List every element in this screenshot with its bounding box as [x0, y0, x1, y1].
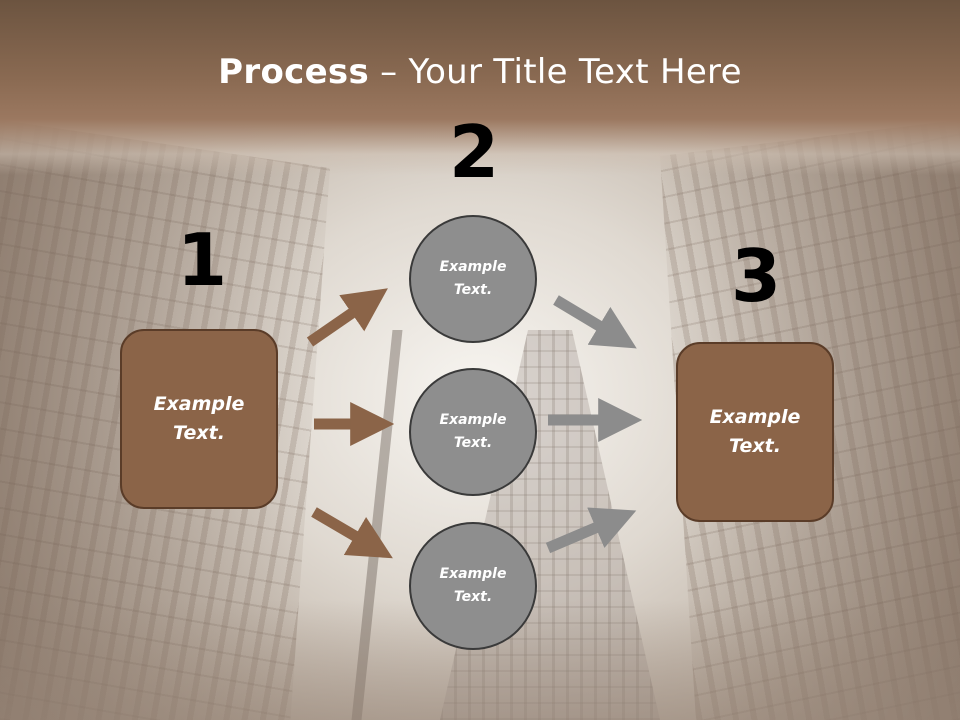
node-middle-line1: Example [439, 412, 507, 428]
process-node-middle[interactable]: Example Text. [409, 368, 537, 496]
title-band [0, 0, 960, 175]
process-node-top[interactable]: Example Text. [409, 215, 537, 343]
node-top-line1: Example [439, 259, 507, 275]
step-number-3: 3 [731, 234, 782, 318]
node-bottom-line1: Example [439, 566, 507, 582]
box-left-line2: Text. [173, 422, 225, 444]
step-number-1: 1 [177, 218, 228, 302]
process-box-right[interactable]: Example Text. [676, 342, 834, 522]
node-bottom-line2: Text. [453, 589, 493, 605]
node-middle-line2: Text. [453, 435, 493, 451]
page-title: Process – Your Title Text Here [0, 52, 960, 92]
box-right-line2: Text. [729, 435, 781, 457]
process-box-left[interactable]: Example Text. [120, 329, 278, 509]
title-bold: Process [218, 52, 370, 92]
arrow-bottom-to-right [545, 507, 637, 554]
node-top-line2: Text. [453, 282, 493, 298]
arrow-top-to-right [553, 295, 637, 349]
arrow-left-to-bottom [311, 507, 393, 559]
arrow-left-to-top [306, 288, 388, 347]
process-node-bottom[interactable]: Example Text. [409, 522, 537, 650]
box-right-line1: Example [709, 406, 801, 428]
box-left-line1: Example [153, 393, 245, 415]
step-number-2: 2 [449, 110, 500, 194]
title-rest: – Your Title Text Here [369, 52, 742, 92]
